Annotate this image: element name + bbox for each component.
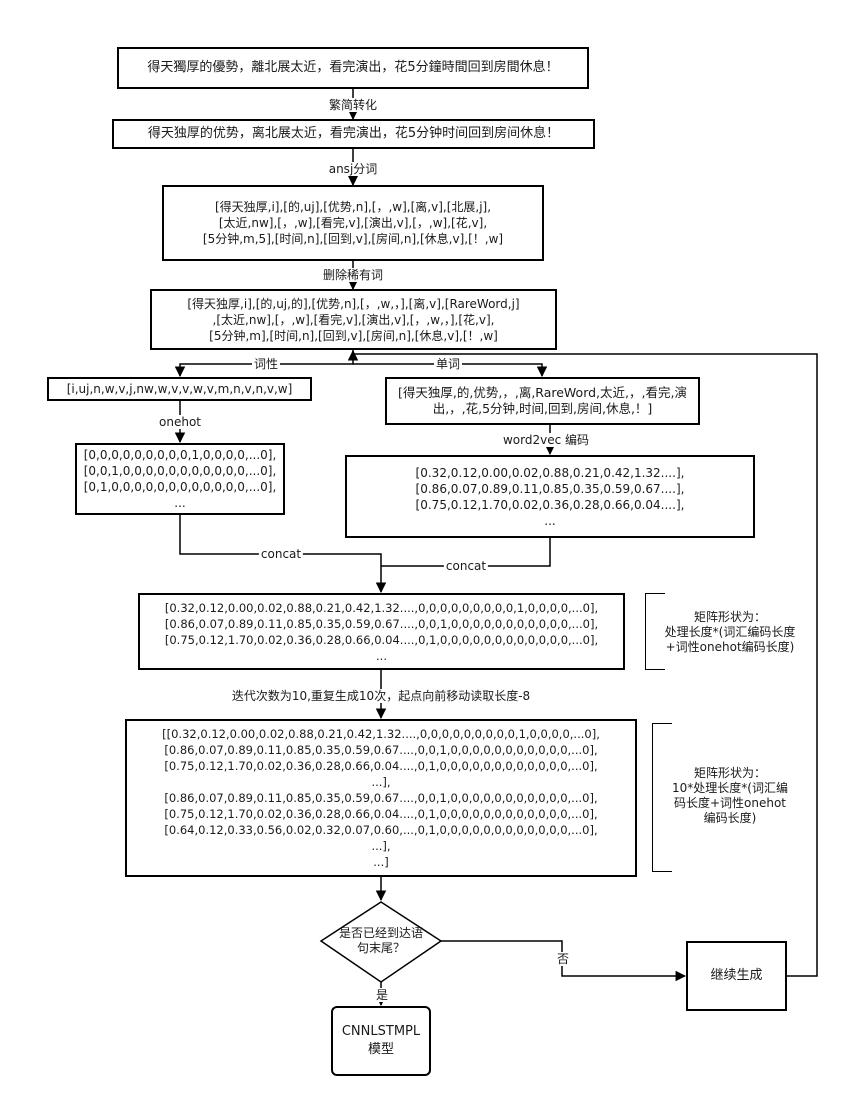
node-line: 是否已经到达语 (338, 926, 423, 940)
continue-generate-box: 继续生成 (686, 941, 787, 1011)
shape-note-bracket-2 (652, 723, 672, 872)
node-line: 句末尾？ (356, 941, 405, 955)
node-line: [0.86,0.07,0.89,0.11,0.85,0.35,0.59,0.67… (164, 791, 598, 805)
node-line: [5分钟,m],[时间,n],[回到,v],[房间,n],[休息,v],[！,w… (209, 328, 498, 343)
node-line: [得天独厚,i],[的,uj,的],[优势,n],[，,w,，],[离,v],[… (187, 296, 520, 311)
node-line: ... (376, 648, 387, 663)
node-line: [得天独厚,的,优势,，,离,RareWord,太近,，,看完,演 (398, 385, 687, 400)
edge-label-yes: 是 (373, 988, 391, 1002)
word2vec-matrix-box: [0.32,0.12,0.00,0.02,0.88,0.21,0.42,1.32… (345, 455, 755, 538)
node-line: [得天独厚,i],[的,uj],[优势,n],[，,w],[离,v],[北展,j… (214, 200, 492, 214)
node-line: [0,0,1,0,0,0,0,0,0,0,0,0,0,0,...0], (83, 464, 277, 478)
simplified-sentence-box: 得天独厚的优势，离北展太近，看完演出，花5分钟时间回到房间休息！ (112, 119, 595, 149)
edge-label-iterate: 迭代次数为10,重复生成10次，起点向前移动读取长度-8 (229, 689, 533, 703)
edge-continue-loop (347, 349, 818, 977)
pos-tags-box: [i,uj,n,w,v,j,nw,w,v,v,w,v,m,n,v,n,v,w] (47, 377, 312, 401)
edge-label-segmentation: ansj分词 (326, 162, 380, 176)
rare-removed-box: [得天独厚,i],[的,uj,的],[优势,n],[，,w,，],[离,v],[… (150, 289, 557, 350)
model-box: CNNLSTMPL 模型 (331, 1006, 431, 1076)
node-line: [太近,nw],[，,w],[看完,v],[演出,v],[，,w],[花,v], (218, 216, 488, 230)
edge-label-concat-right: concat (443, 559, 489, 573)
note-line: 编码长度) (703, 811, 757, 825)
edge-label-traditional-to-simplified: 繁简转化 (326, 98, 380, 112)
edge-label-remove-rare: 删除稀有词 (320, 268, 386, 282)
edge-label-no: 否 (554, 952, 572, 966)
segmented-words-box: [得天独厚,i],[的,uj],[优势,n],[，,w],[离,v],[北展,j… (162, 185, 544, 261)
node-line: [0,1,0,0,0,0,0,0,0,0,0,0,0,0,...0], (83, 480, 277, 494)
node-line: ...] (373, 855, 389, 869)
node-line: 出,，,花,5分钟,时间,回到,房间,休息,！] (432, 401, 653, 416)
edge-label-onehot: onehot (157, 415, 203, 429)
edge-label-pos: 词性 (251, 357, 281, 371)
shape-note-bracket-1 (645, 593, 665, 670)
node-line: [i,uj,n,w,v,j,nw,w,v,v,w,v,m,n,v,n,v,w] (66, 382, 293, 396)
node-line: [0,0,0,0,0,0,0,0,0,1,0,0,0,0,...0], (83, 448, 277, 462)
node-line: [0.75,0.12,1.70,0.02,0.36,0.28,0.66,0.04… (164, 759, 598, 773)
edge-w2v-concat (381, 538, 551, 567)
node-line: 继续生成 (710, 968, 763, 983)
edge-label-concat-left: concat (258, 547, 304, 561)
note-line: 矩阵形状为： (693, 609, 766, 624)
node-line: [0.75,0.12,1.70,0.02,0.36,0.28,0.66,0.04… (164, 632, 599, 647)
concat-matrix-box: [0.32,0.12,0.00,0.02,0.88,0.21,0.42,1.32… (138, 593, 625, 670)
note-line: 码长度+词性onehot (673, 796, 787, 810)
node-line: [0.75,0.12,1.70,0.02,0.36,0.28,0.66,0.04… (415, 497, 685, 512)
node-line: ,[太近,nw],[，,w],[看完,v],[演出,v],[，,w,，],[花,… (212, 312, 495, 327)
node-line: [0.86,0.07,0.89,0.11,0.85,0.35,0.59,0.67… (415, 481, 685, 496)
decision-diamond (319, 901, 443, 983)
note-line: +词性onehot编码长度) (665, 639, 795, 654)
node-line: 得天獨厚的優勢，離北展太近，看完演出，花5分鐘時間回到房間休息！ (147, 60, 559, 75)
repeat-matrix-box: [[0.32,0.12,0.00,0.02,0.88,0.21,0.42,1.3… (125, 719, 637, 877)
note-line: 10*处理长度*(词汇编 (672, 781, 788, 795)
node-line: CNNLSTMPL (341, 1024, 421, 1039)
node-line: ... (174, 496, 186, 510)
node-line: ...], (371, 775, 391, 789)
node-line: ... (544, 513, 556, 528)
decision-label: 是否已经到达语 句末尾？ (326, 920, 436, 962)
words-list-box: [得天独厚,的,优势,，,离,RareWord,太近,，,看完,演 出,，,花,… (385, 377, 700, 425)
traditional-sentence-box: 得天獨厚的優勢，離北展太近，看完演出，花5分鐘時間回到房間休息！ (117, 47, 589, 89)
node-line: [[0.32,0.12,0.00,0.02,0.88,0.21,0.42,1.3… (162, 727, 600, 741)
node-line: [0.64,0.12,0.33,0.56,0.02,0.32,0.07,0.60… (164, 823, 598, 837)
onehot-matrix-box: [0,0,0,0,0,0,0,0,0,1,0,0,0,0,...0], [0,0… (75, 443, 285, 515)
node-line: 模型 (367, 1042, 394, 1057)
note-line: 矩阵形状为： (693, 766, 766, 780)
note-line: 处理长度*(词汇编码长度 (664, 624, 796, 639)
edge-rare-words (353, 363, 548, 378)
node-line: 得天独厚的优势，离北展太近，看完演出，花5分钟时间回到房间休息！ (147, 126, 560, 141)
node-line: [0.75,0.12,1.70,0.02,0.36,0.28,0.66,0.04… (164, 807, 598, 821)
node-line: [0.86,0.07,0.89,0.11,0.85,0.35,0.59,0.67… (164, 616, 599, 631)
shape-note-2: 矩阵形状为： 10*处理长度*(词汇编 码长度+词性onehot 编码长度) (660, 760, 800, 832)
node-line: [0.86,0.07,0.89,0.11,0.85,0.35,0.59,0.67… (164, 743, 598, 757)
shape-note-1: 矩阵形状为： 处理长度*(词汇编码长度 +词性onehot编码长度) (650, 598, 810, 666)
edge-label-word2vec: word2vec 编码 (500, 433, 592, 447)
node-line: [5分钟,m,5],[时间,n],[回到,v],[房间,n],[休息,v],[！… (202, 232, 504, 246)
node-line: [0.32,0.12,0.00,0.02,0.88,0.21,0.42,1.32… (164, 600, 599, 615)
node-line: ...], (371, 839, 391, 853)
node-line: [0.32,0.12,0.00,0.02,0.88,0.21,0.42,1.32… (415, 465, 685, 480)
edge-label-word: 单词 (433, 357, 463, 371)
